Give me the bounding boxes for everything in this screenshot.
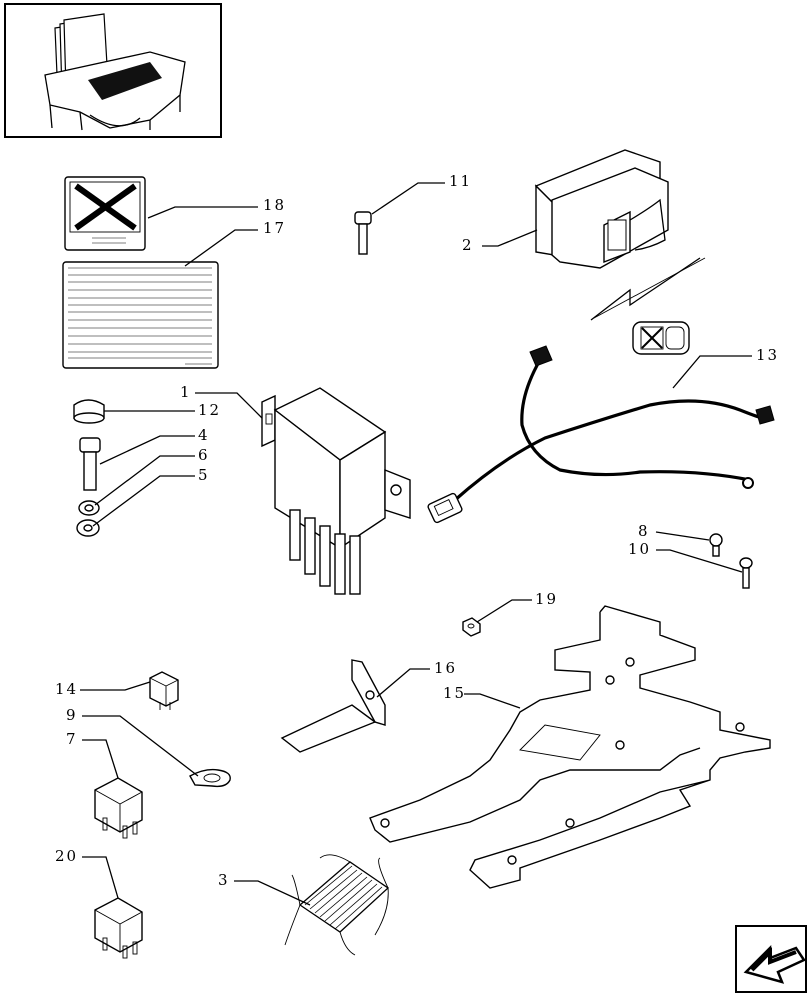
- callout-17: 17: [263, 219, 286, 237]
- callout-4: 4: [198, 426, 210, 444]
- callout-7: 7: [66, 730, 78, 748]
- washer-6: [78, 500, 100, 516]
- callout-18: 18: [263, 196, 286, 214]
- washer-5: [76, 519, 100, 537]
- next-page-arrow-icon: [743, 944, 806, 984]
- bolt-4: [79, 437, 101, 491]
- callout-19: 19: [535, 590, 558, 608]
- regulator-1: [261, 387, 411, 595]
- callout-15: 15: [443, 684, 466, 702]
- relay-20: [94, 897, 143, 959]
- screw-10: [739, 557, 753, 589]
- callout-12: 12: [198, 401, 221, 419]
- callout-3: 3: [218, 871, 230, 889]
- callout-5: 5: [198, 466, 210, 484]
- callout-8: 8: [638, 522, 650, 540]
- callout-10: 10: [628, 540, 651, 558]
- plate-15: [369, 605, 771, 889]
- callout-9: 9: [66, 706, 78, 724]
- bolt-11: [354, 211, 372, 255]
- harness-13: [427, 345, 775, 524]
- callout-6: 6: [198, 446, 210, 464]
- callout-11: 11: [449, 172, 472, 190]
- label-18: [64, 176, 146, 251]
- location-thumbnail: [4, 3, 222, 138]
- pad-3: [284, 854, 390, 956]
- switch-decal: [632, 321, 690, 355]
- callout-20: 20: [55, 847, 78, 865]
- callout-13: 13: [756, 346, 779, 364]
- relay-7: [94, 777, 143, 839]
- callout-1: 1: [180, 383, 192, 401]
- callout-2: 2: [462, 236, 474, 254]
- relay-14: [149, 671, 179, 710]
- screw-8: [709, 533, 723, 557]
- bracket-16: [280, 659, 386, 753]
- callout-16: 16: [434, 659, 457, 677]
- label-17: [62, 261, 219, 369]
- callout-14: 14: [55, 680, 78, 698]
- callout-numbers: 18 17 11 2 1 12 4 6 5 13 8 10 19 16 15 1…: [55, 172, 779, 889]
- next-page-button[interactable]: [735, 925, 807, 993]
- cap-12: [73, 399, 105, 424]
- clip-9: [189, 768, 231, 788]
- switch-2: [534, 149, 706, 321]
- thumbnail-vehicle-icon: [44, 13, 186, 131]
- leader-lines: [80, 182, 752, 906]
- nut-19: [462, 617, 481, 637]
